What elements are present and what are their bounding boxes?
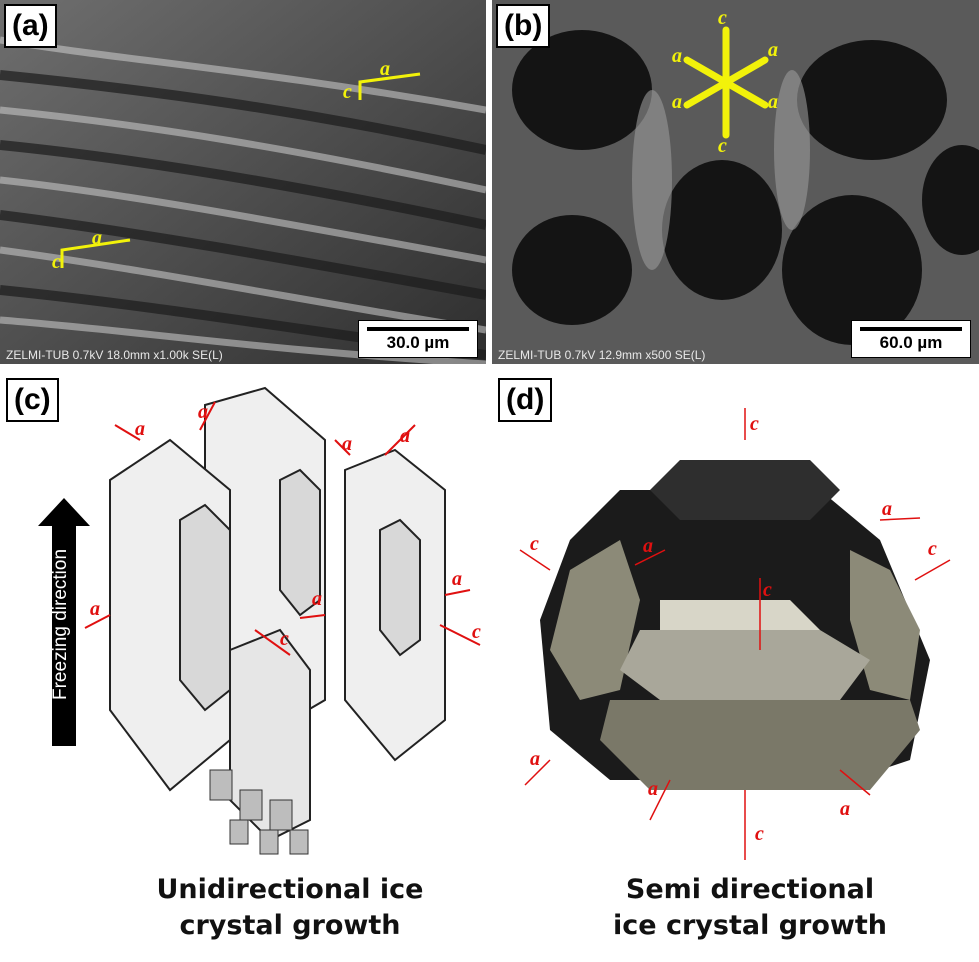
- caption-d: Semi directional ice crystal growth: [580, 872, 920, 944]
- semi-directional-crystal-diagram: c c a c c a a a a c: [519, 408, 951, 860]
- axis-label-c: c: [280, 628, 289, 650]
- axis-label-a: a: [768, 91, 778, 113]
- axis-label-c: c: [755, 823, 764, 845]
- axis-label-c: c: [718, 135, 727, 157]
- axis-label-a: a: [672, 45, 682, 67]
- axis-label-c: c: [763, 579, 772, 601]
- axis-label-a: a: [530, 748, 540, 770]
- caption-d-line1: Semi directional: [625, 874, 875, 905]
- axis-label-a: a: [92, 227, 102, 249]
- axis-label-c: c: [750, 413, 759, 435]
- panel-label-b: (b): [496, 4, 551, 48]
- unidirectional-crystal-diagram: a a a a a a c c a: [84, 386, 481, 855]
- axis-label-a: a: [672, 91, 682, 113]
- axis-label-c: c: [530, 533, 539, 555]
- axis-label-a: a: [643, 535, 653, 557]
- axis-label-c: c: [718, 7, 727, 29]
- axis-label-a: a: [768, 39, 778, 61]
- panel-label-d: (d): [498, 378, 553, 422]
- sem-image-b: c c a a a a (b) ZELMI-TUB 0.7kV 12.9mm x…: [492, 0, 979, 364]
- axis-label-a: a: [342, 433, 352, 455]
- scale-bar-line: [367, 327, 469, 331]
- sem-metadata-a: ZELMI-TUB 0.7kV 18.0mm x1.00k SE(L): [6, 348, 223, 362]
- axis-label-a: a: [312, 588, 322, 610]
- axis-label-a: a: [882, 498, 892, 520]
- axis-label-a: a: [198, 401, 208, 423]
- axis-label-c: c: [928, 538, 937, 560]
- axis-label-a: a: [648, 778, 658, 800]
- caption-c-line1: Unidirectional ice: [156, 874, 424, 905]
- axis-label-a: a: [400, 425, 410, 447]
- panel-label-c: (c): [6, 378, 59, 422]
- scale-bar-line: [860, 327, 962, 331]
- scale-bar-b: 60.0 µm: [851, 320, 971, 358]
- axis-label-c: c: [343, 81, 352, 103]
- freezing-direction-label: Freezing direction: [50, 548, 71, 700]
- sem-metadata-b: ZELMI-TUB 0.7kV 12.9mm x500 SE(L): [498, 348, 706, 362]
- sem-image-a: a c a c (a) ZELMI-TUB 0.7kV 18.0mm x1.00…: [0, 0, 486, 364]
- caption-c-line2: crystal growth: [179, 910, 401, 941]
- axis-label-a: a: [135, 418, 145, 440]
- caption-c: Unidirectional ice crystal growth: [130, 872, 450, 944]
- panel-label-a: (a): [4, 4, 57, 48]
- axis-label-c: c: [472, 621, 481, 643]
- axis-label-c: c: [52, 251, 61, 273]
- axis-label-a: a: [840, 798, 850, 820]
- freezing-direction-arrow: [38, 498, 90, 746]
- hexagonal-axes-icon: [683, 26, 769, 139]
- sem-texture-b: c c a a a a: [492, 0, 979, 364]
- scale-bar-label: 30.0 µm: [386, 333, 450, 352]
- caption-d-line2: ice crystal growth: [612, 910, 887, 941]
- axis-label-a: a: [90, 598, 100, 620]
- scale-bar-a: 30.0 µm: [358, 320, 478, 358]
- scale-bar-label: 60.0 µm: [879, 333, 943, 352]
- axis-label-a: a: [380, 58, 390, 80]
- axis-label-a: a: [452, 568, 462, 590]
- sem-texture-a: a c a c: [0, 0, 486, 364]
